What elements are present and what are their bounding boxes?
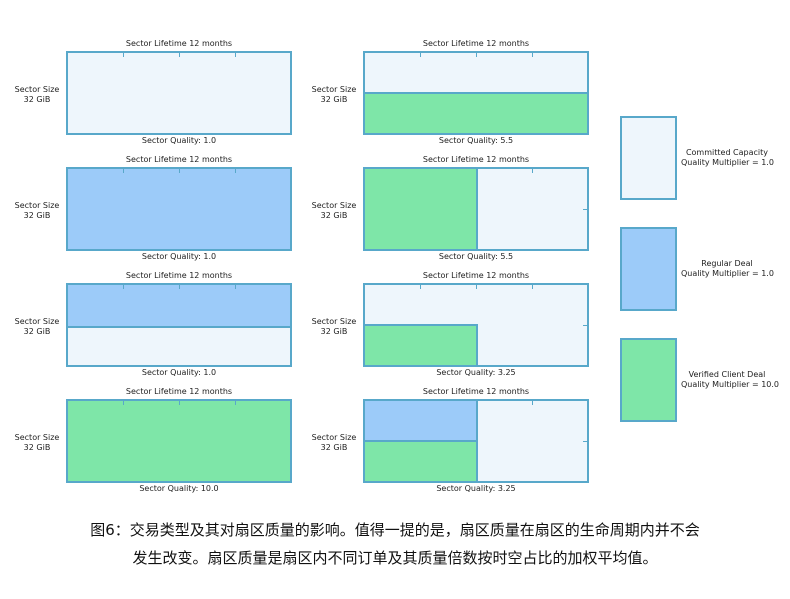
sector-box (363, 51, 589, 135)
sector-2: Sector Lifetime 12 months Sector Quality… (363, 39, 589, 147)
legend-swatch-regular (620, 227, 677, 311)
regular-deal-region (68, 285, 290, 326)
verified-deal-region (365, 442, 476, 481)
sector-6: Sector Lifetime 12 months Sector Quality… (363, 271, 589, 379)
sector-box (66, 51, 292, 135)
verified-deal-region (365, 326, 476, 365)
figure-caption-line2: 发生改变。扇区质量是扇区内不同订单及其质量倍数按时空占比的加权平均值。 (132, 549, 658, 567)
verified-deal-region (365, 169, 476, 249)
sector-lifetime-label: Sector Lifetime 12 months (422, 155, 530, 164)
sector-lifetime-label: Sector Lifetime 12 months (125, 155, 233, 164)
verified-deal-region (68, 401, 290, 481)
sector-3: Sector Lifetime 12 months Sector Quality… (66, 155, 292, 263)
sector-lifetime-label: Sector Lifetime 12 months (422, 271, 530, 280)
sector-quality-label: Sector Quality: 5.5 (438, 252, 514, 261)
sector-1: Sector Lifetime 12 months Sector Quality… (66, 39, 292, 147)
sector-box (66, 399, 292, 483)
sector-quality-label: Sector Quality: 1.0 (141, 136, 217, 145)
sector-quality-label: Sector Quality: 10.0 (139, 484, 219, 493)
legend-swatch-verified (620, 338, 677, 422)
regular-deal-region (68, 169, 290, 249)
sector-quality-label: Sector Quality: 1.0 (141, 252, 217, 261)
sector-8: Sector Lifetime 12 months Sector Quality… (363, 387, 589, 495)
sector-quality-label: Sector Quality: 1.0 (141, 368, 217, 377)
figure-caption-line1: 图6：交易类型及其对扇区质量的影响。值得一提的是，扇区质量在扇区的生命周期内并不… (90, 521, 700, 539)
sector-quality-label: Sector Quality: 5.5 (438, 136, 514, 145)
sector-7: Sector Lifetime 12 months Sector Quality… (66, 387, 292, 495)
legend-swatch-committed (620, 116, 677, 200)
sector-4: Sector Lifetime 12 months Sector Quality… (363, 155, 589, 263)
sector-5: Sector Lifetime 12 months Sector Quality… (66, 271, 292, 379)
sector-lifetime-label: Sector Lifetime 12 months (125, 271, 233, 280)
verified-deal-region (365, 94, 587, 133)
sector-box (66, 167, 292, 251)
sector-lifetime-label: Sector Lifetime 12 months (422, 39, 530, 48)
sector-lifetime-label: Sector Lifetime 12 months (422, 387, 530, 396)
sector-box (363, 283, 589, 367)
sector-box (66, 283, 292, 367)
sector-lifetime-label: Sector Lifetime 12 months (125, 387, 233, 396)
sector-box (363, 167, 589, 251)
sector-box (363, 399, 589, 483)
regular-deal-region (365, 401, 476, 440)
sector-quality-label: Sector Quality: 3.25 (436, 368, 516, 377)
sector-lifetime-label: Sector Lifetime 12 months (125, 39, 233, 48)
sector-quality-label: Sector Quality: 3.25 (436, 484, 516, 493)
